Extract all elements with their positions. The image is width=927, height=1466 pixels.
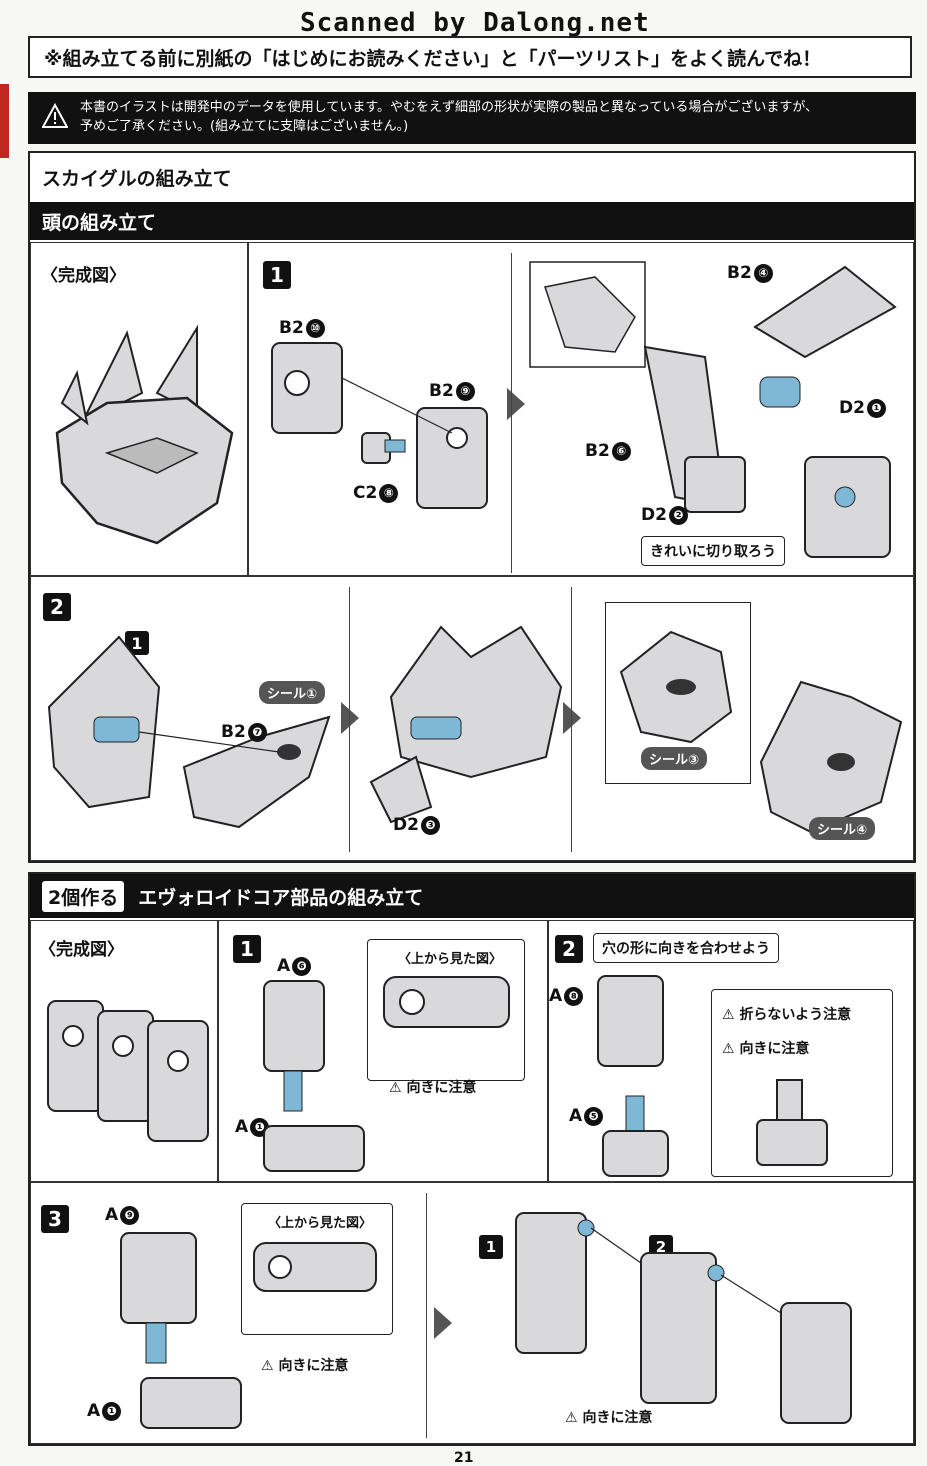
warning-icon bbox=[42, 103, 68, 128]
hole-shape-callout: 穴の形に向きを合わせよう bbox=[593, 933, 779, 963]
step-number: 1 bbox=[233, 935, 261, 963]
orientation-warning: ⚠ 向きに注意 bbox=[565, 1410, 653, 1426]
sticker-label: シール④ bbox=[809, 817, 876, 840]
core-step3-assembly-illustration bbox=[515, 1212, 852, 1424]
subsection-title: 頭の組み立て bbox=[42, 211, 157, 234]
orientation-warning: ⚠ 向きに注意 bbox=[722, 1041, 810, 1057]
next-arrow bbox=[507, 388, 525, 420]
orientation-warning: ⚠ 向きに注意 bbox=[389, 1080, 477, 1096]
next-arrow bbox=[341, 702, 359, 734]
completed-view-cell: 〈完成図〉 bbox=[30, 242, 248, 576]
sub-step-number: 1 bbox=[479, 1235, 503, 1259]
divider bbox=[349, 587, 350, 852]
divider bbox=[426, 1193, 427, 1438]
pin-detail-illustration bbox=[756, 1079, 828, 1166]
head-completed-illustration bbox=[55, 324, 234, 545]
top-view-illustration bbox=[383, 976, 510, 1028]
top-view-box: 〈上から見た図〉 bbox=[241, 1203, 393, 1335]
red-tab bbox=[0, 84, 9, 158]
top-view-box: 〈上から見た図〉 bbox=[367, 939, 525, 1081]
section2-bar: 2個作る エヴォロイドコア部品の組み立て bbox=[30, 874, 914, 918]
core-step2-illustration bbox=[597, 975, 669, 1177]
sticker-label: シール① bbox=[259, 681, 326, 704]
sticker-label: シール③ bbox=[641, 747, 708, 770]
step-number: 3 bbox=[41, 1205, 69, 1233]
next-arrow bbox=[563, 702, 581, 734]
next-arrow bbox=[434, 1307, 452, 1339]
page-number: 21 bbox=[454, 1450, 474, 1466]
caution-line-2: 予めご了承ください。(組み立てに支障はございません。) bbox=[80, 119, 409, 134]
cut-cleanly-callout: きれいに切り取ろう bbox=[641, 536, 785, 566]
section2-title: エヴォロイドコア部品の組み立て bbox=[138, 886, 424, 909]
divider bbox=[571, 587, 572, 852]
step-number: 2 bbox=[43, 593, 71, 621]
caution-line-1: 本書のイラストは開発中のデータを使用しています。やむをえず細部の形状が実際の製品… bbox=[80, 100, 819, 115]
core-step1-illustration bbox=[263, 980, 365, 1172]
step2-part-illustration bbox=[47, 635, 331, 829]
no-bend-warning: ⚠ 折らないよう注意 bbox=[722, 1007, 852, 1023]
core-completed-illustration bbox=[47, 1000, 209, 1142]
step1-parts-illustration bbox=[271, 342, 488, 509]
step2-assembly-illustration bbox=[369, 625, 563, 824]
step1-assembly-illustration bbox=[529, 261, 897, 558]
core-step3-illustration bbox=[120, 1232, 242, 1429]
orientation-warning: ⚠ 向きに注意 bbox=[261, 1358, 349, 1374]
caution-banner: 本書のイラストは開発中のデータを使用しています。やむをえず細部の形状が実際の製品… bbox=[28, 92, 916, 144]
section-title: スカイグルの組み立て bbox=[42, 168, 232, 190]
step-number: 1 bbox=[263, 261, 291, 289]
notice-banner: ※組み立てる前に別紙の「はじめにお読みください」と「パーツリスト」をよく読んでね… bbox=[28, 36, 912, 78]
top-view-illustration bbox=[253, 1242, 377, 1292]
core-completed-cell: 〈完成図〉 bbox=[30, 920, 218, 1182]
step2-sticker-illustration bbox=[619, 630, 903, 834]
detail-inset bbox=[605, 602, 751, 784]
top-view-label: 〈上から見た図〉 bbox=[398, 952, 503, 967]
completed-view-label: 〈完成図〉 bbox=[39, 940, 124, 960]
subsection-bar: 頭の組み立て bbox=[30, 202, 914, 240]
top-view-label: 〈上から見た図〉 bbox=[268, 1216, 373, 1231]
divider bbox=[511, 253, 512, 573]
completed-view-label: 〈完成図〉 bbox=[41, 266, 126, 286]
step-number: 2 bbox=[555, 935, 583, 963]
make-two-badge: 2個作る bbox=[42, 880, 125, 912]
warning-detail-box: ⚠ 折らないよう注意 ⚠ 向きに注意 bbox=[711, 989, 893, 1177]
